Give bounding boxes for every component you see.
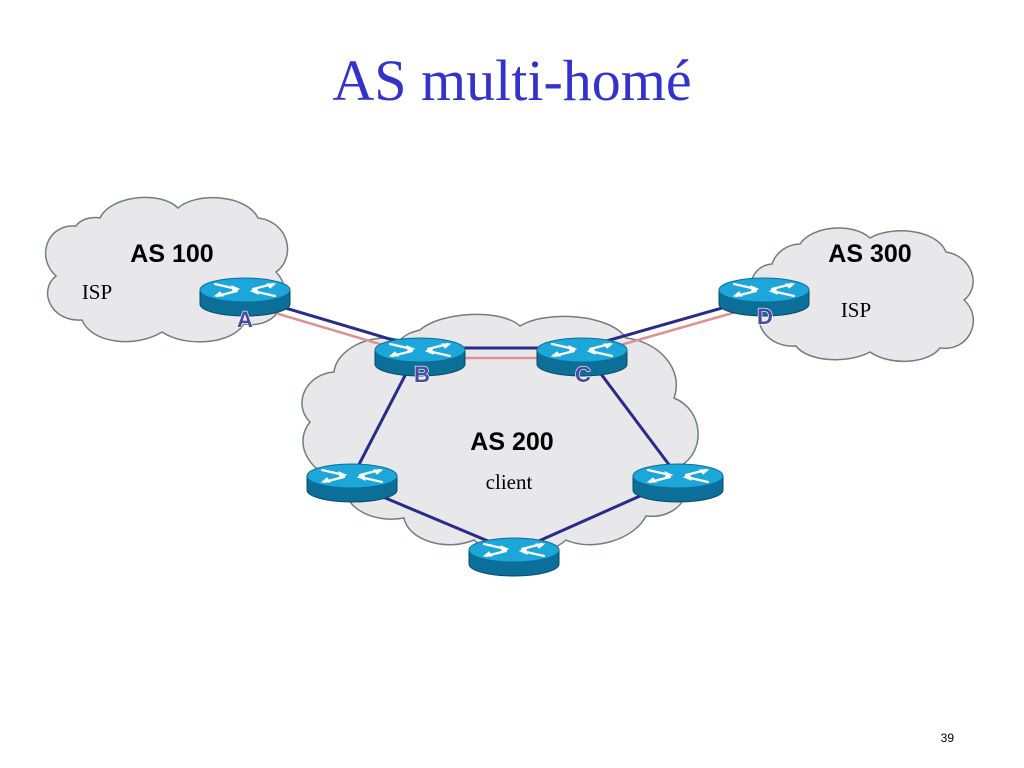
router-bottom: [467, 536, 561, 578]
as200-role: client: [486, 470, 533, 494]
router-right: [631, 462, 725, 504]
page-number: 39: [940, 731, 954, 745]
slide-title: AS multi-homé: [332, 48, 692, 113]
router-a-label: A: [237, 307, 253, 332]
link-c-right: [590, 361, 678, 475]
router-icon: [305, 462, 399, 504]
as300-role: ISP: [841, 298, 871, 322]
router-c-label: C: [575, 362, 591, 387]
router-left: [305, 462, 399, 504]
cloud-as200: AS 200 client: [301, 313, 699, 556]
router-d-label: D: [757, 304, 773, 329]
link-b-left: [350, 361, 414, 479]
as200-label: AS 200: [470, 428, 553, 456]
router-icon: [631, 462, 725, 504]
router-icon: [467, 536, 561, 578]
cloud-as300: AS 300 ISP: [750, 227, 975, 362]
as100-label: AS 100: [130, 240, 213, 268]
as300-label: AS 300: [828, 240, 911, 268]
as100-role: ISP: [82, 280, 112, 304]
router-b-label: B: [414, 362, 430, 387]
